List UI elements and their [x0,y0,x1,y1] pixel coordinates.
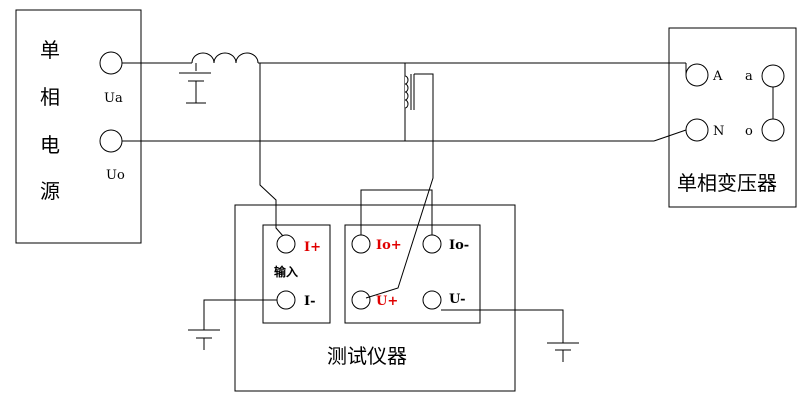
wire-transformer-n-join [653,129,687,142]
single-phase-transformer: A N a o 单相变压器 [668,27,797,208]
wire-divider-to-u-plus [365,73,434,299]
source-terminal-uo[interactable] [99,129,123,153]
test-instrument: I+ 输入 I- Io+ Io- U+ U- 测试仪器 [234,204,516,392]
instrument-terminal-u-minus[interactable] [422,290,442,310]
instrument-terminal-io-minus[interactable] [422,234,442,254]
instrument-label-u-minus: U- [449,292,466,307]
transformer-box [668,27,797,208]
instrument-label-i-plus: I+ [304,240,321,255]
measure-panel [344,224,481,324]
source-title-char-3: 电 [40,133,60,157]
source-title-char-1: 单 [40,38,60,62]
single-phase-source: 单 相 电 源 Ua Uo [15,9,142,244]
source-box [15,9,142,244]
transformer-label-o: o [745,124,753,139]
instrument-terminal-i-plus[interactable] [276,234,296,254]
wire-u-minus-ground [441,309,564,343]
instrument-terminal-io-plus[interactable] [351,234,371,254]
transformer-terminal-o[interactable] [761,118,785,142]
instrument-label-u-plus: U+ [376,294,398,309]
source-title-char-2: 相 [40,85,60,109]
series-inductor [191,52,259,64]
wire-to-i-plus [259,63,284,237]
wire-i-minus-ground [203,299,277,330]
instrument-label-io-minus: Io- [449,238,469,253]
instrument-box [234,204,516,392]
transformer-terminal-a-primary[interactable] [685,63,709,87]
instrument-title: 测试仪器 [327,344,407,368]
transformer-terminal-n[interactable] [685,118,709,142]
transformer-label-a-secondary: a [745,69,753,84]
transformer-label-n: N [713,124,724,139]
wiring [122,52,687,362]
source-label-uo: Uo [106,168,125,183]
wire-io-loop [360,189,433,235]
divider-coil [404,75,409,109]
instrument-terminal-i-minus[interactable] [276,290,296,310]
instrument-label-io-plus: Io+ [376,238,402,253]
source-label-ua: Ua [104,91,123,106]
transformer-title: 单相变压器 [677,171,777,195]
instrument-label-input: 输入 [274,264,298,279]
source-terminal-ua[interactable] [99,51,123,75]
input-panel [262,224,331,324]
source-title-char-4: 源 [40,179,60,203]
transformer-terminal-a-secondary[interactable] [761,64,785,88]
instrument-label-i-minus: I- [304,294,315,309]
transformer-label-a-primary: A [712,69,723,84]
instrument-terminal-u-plus[interactable] [351,290,371,310]
